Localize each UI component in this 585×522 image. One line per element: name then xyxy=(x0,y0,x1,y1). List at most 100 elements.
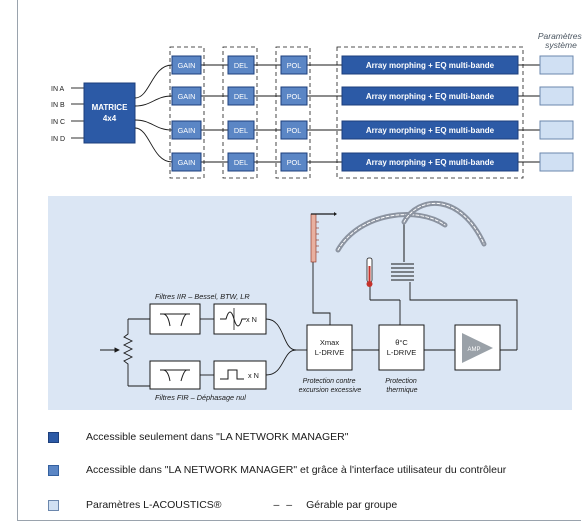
array-eq-block xyxy=(341,55,519,75)
gain-block xyxy=(171,152,202,172)
legend-label-dark: Accessible seulement dans "LA NETWORK MA… xyxy=(86,431,349,443)
array-eq-block-label: Array morphing + EQ multi-bande xyxy=(366,61,495,70)
amp-triangle-icon xyxy=(462,333,493,363)
fir-filter-block xyxy=(149,360,201,390)
polarity-block xyxy=(280,86,308,106)
svg-text:Protection contre excursio: Protection contre excursion excessive xyxy=(299,378,362,394)
excursion-ruler-icon xyxy=(310,213,317,263)
channel-row: GAIN DEL POL Array morphing + EQ multi-band… xyxy=(171,55,574,75)
legend-dash-symbol: – – xyxy=(273,499,295,511)
fir-filters-label: Filtres FIR – Déphasage nul xyxy=(155,393,246,402)
svg-text:Protection thermique: Protection thermique xyxy=(385,378,418,394)
svg-text:Paramètres système: Paramètres système xyxy=(538,31,584,50)
delay-block xyxy=(227,55,255,75)
polarity-block xyxy=(280,55,308,75)
loudspeaker-cone-icon xyxy=(335,200,487,253)
delay-block-label: DEL xyxy=(234,158,248,167)
gain-block-label: GAIN xyxy=(178,61,196,70)
xmax-block-line2: L-DRIVE xyxy=(315,348,345,357)
system-params-label-line2: système xyxy=(545,40,577,50)
polarity-block-label: POL xyxy=(287,158,302,167)
input-label-a: IN A xyxy=(51,86,65,93)
delay-group-frame xyxy=(222,46,258,179)
page-frame xyxy=(17,0,581,521)
iir-filters-label: Filtres IIR – Bessel, BTW, LR xyxy=(155,292,250,301)
array-eq-block xyxy=(341,152,519,172)
fir-filter-curve-icon xyxy=(160,369,190,382)
voice-coil-icon xyxy=(391,263,414,281)
array-eq-block xyxy=(341,120,519,140)
delay-block-label: DEL xyxy=(234,92,248,101)
thermal-ldrive-block xyxy=(378,324,425,371)
delay-block xyxy=(227,152,255,172)
system-params-block xyxy=(539,86,574,106)
fir-multiplier-block xyxy=(213,360,267,390)
legend-label-mid: Accessible dans "LA NETWORK MANAGER" et … xyxy=(86,464,507,476)
legend-swatch-light xyxy=(48,499,59,511)
detail-panel-background xyxy=(48,196,572,410)
input-lines xyxy=(71,87,84,139)
array-eq-block-label: Array morphing + EQ multi-bande xyxy=(366,126,495,135)
xmax-caption: Protection contre xyxy=(303,378,356,385)
legend-row-light: Paramètres L-ACOUSTICS® – – Gérable par … xyxy=(48,497,397,513)
legend-label-light: Paramètres L-ACOUSTICS® xyxy=(86,499,222,511)
thermal-caption-line2: thermique xyxy=(386,387,417,394)
array-group-frame xyxy=(336,46,524,179)
detail-panel: Filtres IIR – Bessel, BTW, LR Filtres FI… xyxy=(48,196,572,410)
input-label-b: IN B xyxy=(51,102,65,109)
gain-group-frame xyxy=(169,46,205,179)
thermal-caption: Protection xyxy=(385,378,417,385)
system-params-block xyxy=(539,152,574,172)
delay-block xyxy=(227,86,255,106)
iir-filter-curve-icon xyxy=(160,313,190,327)
system-params-block xyxy=(539,55,574,75)
delay-block-label: DEL xyxy=(234,126,248,135)
legend-group-label: Gérable par groupe xyxy=(306,499,398,511)
iir-multiplier-label: x N xyxy=(246,315,257,324)
xmax-caption-line2: excursion excessive xyxy=(299,387,362,394)
legend-row-mid: Accessible dans "LA NETWORK MANAGER" et … xyxy=(48,462,506,478)
legend-row-dark: Accessible seulement dans "LA NETWORK MA… xyxy=(48,429,348,445)
xmax-ldrive-block xyxy=(306,324,353,371)
matrix-output-curves xyxy=(134,64,173,163)
array-eq-block-label: Array morphing + EQ multi-bande xyxy=(366,158,495,167)
array-eq-block-label: Array morphing + EQ multi-bande xyxy=(366,92,495,101)
polarity-block-label: POL xyxy=(287,92,302,101)
matrix-size: 4x4 xyxy=(103,114,117,123)
gain-block xyxy=(171,120,202,140)
xmax-block-line1: Xmax xyxy=(320,338,339,347)
amp-label: AMP xyxy=(467,347,480,353)
legend-swatch-mid xyxy=(48,464,59,476)
fir-multiplier-label: x N xyxy=(248,371,259,380)
input-label-c: IN C xyxy=(51,119,65,126)
matrix-block xyxy=(83,82,136,144)
iir-multiplier-block xyxy=(213,303,267,335)
polarity-block xyxy=(280,120,308,140)
thermal-block-line2: L-DRIVE xyxy=(387,348,417,357)
channel-row: GAIN DEL POL Array morphing + EQ multi-band… xyxy=(171,120,574,140)
polarity-block xyxy=(280,152,308,172)
system-params-block xyxy=(539,120,574,140)
square-wave-icon xyxy=(220,369,244,380)
top-routing-section: Paramètres système IN A IN B IN C IN D M… xyxy=(51,31,584,179)
system-params-label: Paramètres xyxy=(538,31,583,41)
input-label-d: IN D xyxy=(51,136,65,143)
channel-row: GAIN DEL POL Array morphing + EQ multi-band… xyxy=(171,86,574,106)
gain-block-label: GAIN xyxy=(178,158,196,167)
thermal-block-line1: θ°C xyxy=(395,338,408,347)
potentiometer-symbol xyxy=(122,326,134,378)
array-eq-block xyxy=(341,86,519,106)
gain-block-label: GAIN xyxy=(178,126,196,135)
polarity-block-label: POL xyxy=(287,126,302,135)
legend-swatch-dark xyxy=(48,431,59,443)
iir-filter-block xyxy=(149,303,201,335)
delay-block-label: DEL xyxy=(234,61,248,70)
channel-row: GAIN DEL POL Array morphing + EQ multi-band… xyxy=(171,152,574,172)
polarity-block-label: POL xyxy=(287,61,302,70)
matrix-title: MATRICE xyxy=(92,103,129,112)
gain-block-label: GAIN xyxy=(178,92,196,101)
gain-block xyxy=(171,86,202,106)
gain-block xyxy=(171,55,202,75)
polarity-group-frame xyxy=(275,46,311,179)
